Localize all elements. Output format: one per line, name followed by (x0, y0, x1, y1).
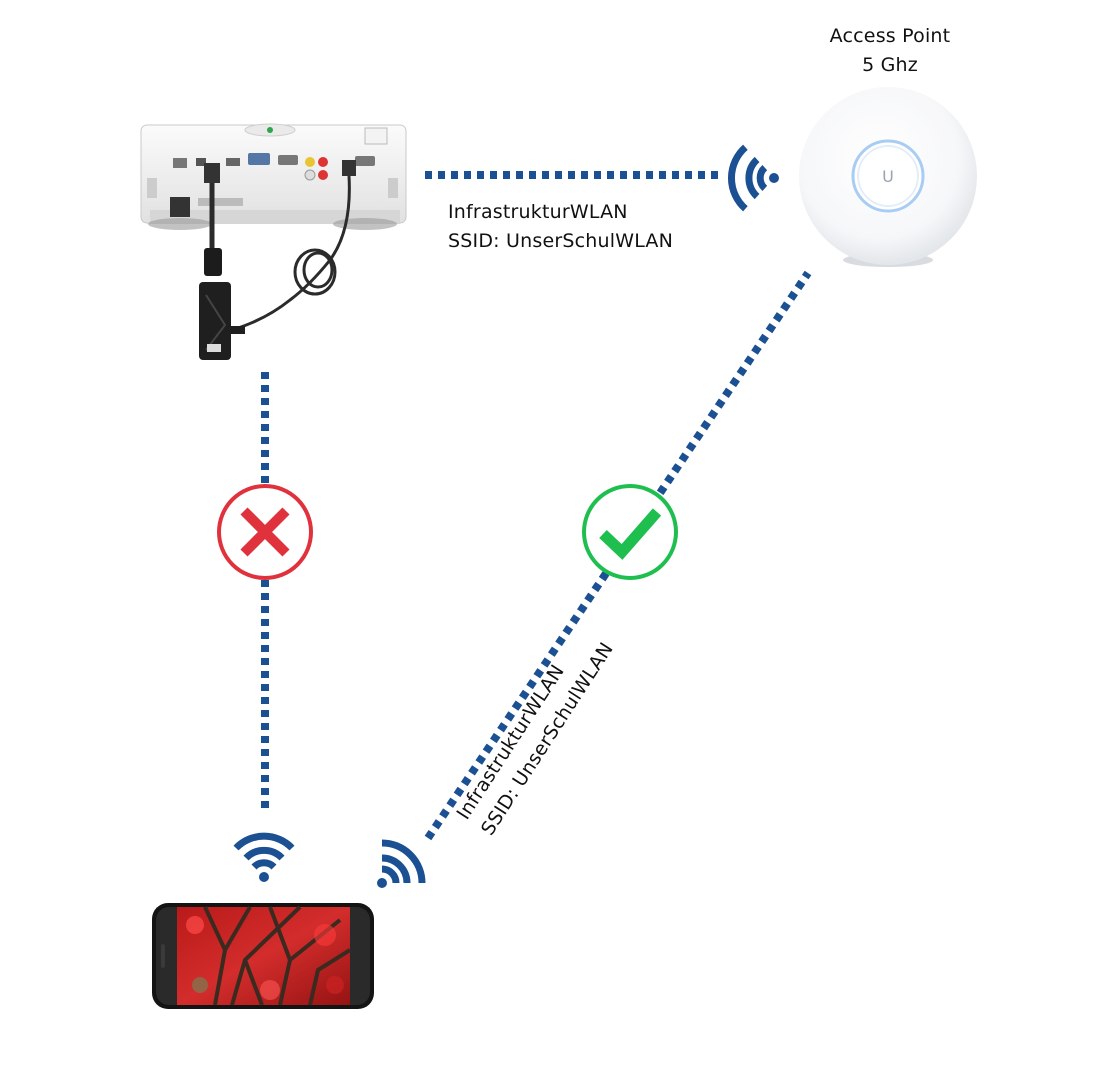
phone-wallpaper-autumn-tree (177, 905, 352, 1006)
wifi-signal-icon-phone-up (233, 832, 295, 882)
smartphone (152, 903, 374, 1009)
connection-ok-badge (582, 484, 678, 580)
wifi-signal-icon-phone-diagonal (377, 839, 426, 888)
link-label-top: InfrastrukturWLAN SSID: UnserSchulWLAN (448, 198, 673, 256)
link-label-top-network: InfrastrukturWLAN (448, 201, 628, 223)
connection-failed-badge (217, 484, 313, 580)
access-point-device: U (799, 87, 977, 267)
access-point-label: Access Point 5 Ghz (790, 22, 990, 80)
access-point-logo: U (882, 167, 894, 186)
cross-icon (240, 507, 290, 557)
link-label-top-ssid: SSID: UnserSchulWLAN (448, 230, 674, 252)
check-icon (599, 508, 662, 560)
wifi-signal-icon-access-point (727, 144, 779, 212)
projector (140, 123, 407, 360)
access-point-title: Access Point (829, 25, 951, 47)
access-point-band: 5 Ghz (862, 54, 918, 76)
